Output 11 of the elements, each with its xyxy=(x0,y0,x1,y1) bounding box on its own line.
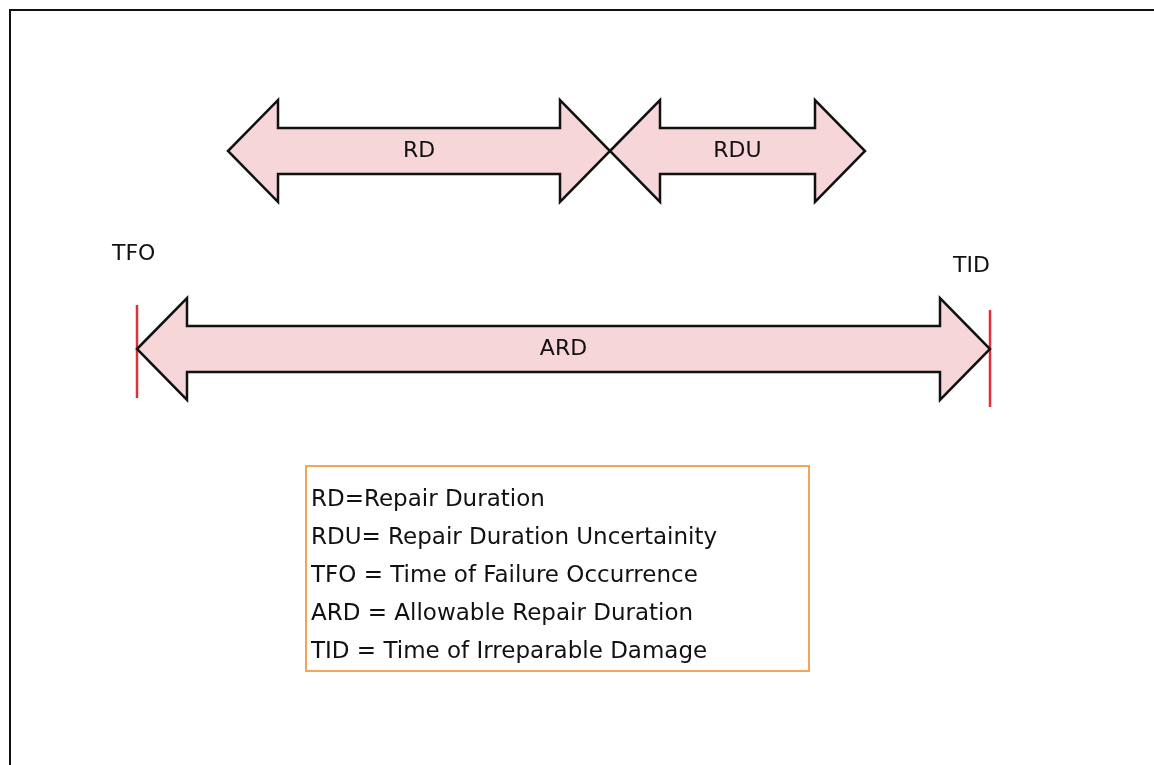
time-label: TID xyxy=(953,252,990,277)
definition-text: ARD = Allowable Repair Duration xyxy=(311,598,695,627)
arrow-label: ARD xyxy=(538,335,589,360)
definition-text: RDU= Repair Duration Uncertainity xyxy=(311,522,719,551)
definition-text: TID = Time of Irreparable Damage xyxy=(311,636,709,665)
arrow-label: RDU xyxy=(712,137,763,162)
definition-box xyxy=(305,465,810,672)
definition-text: RD=Repair Duration xyxy=(311,484,546,513)
time-label: TFO xyxy=(112,240,156,265)
definition-text: TFO = Time of Failure Occurrence xyxy=(311,560,699,589)
arrow-label: RD xyxy=(401,137,437,162)
